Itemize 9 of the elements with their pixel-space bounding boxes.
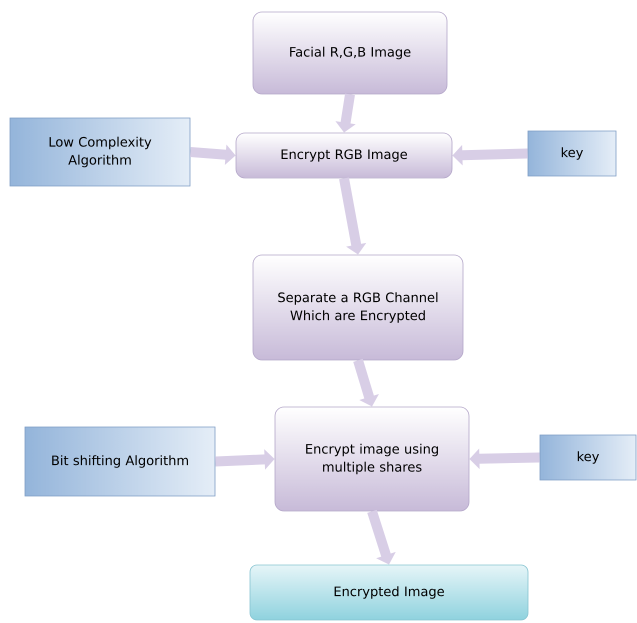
process-box: Encrypt RGB Image [236, 132, 452, 178]
input-box: Bit shifting Algorithm [24, 426, 216, 496]
process-box: Facial R,G,B Image [252, 12, 448, 94]
process-box: Separate a RGB Channel Which are Encrypted [252, 254, 464, 360]
input-box: key [540, 434, 636, 480]
input-box: key [528, 130, 616, 176]
output-box: Encrypted Image [250, 564, 528, 620]
input-box: Low Complexity Algorithm [10, 118, 190, 186]
process-box: Encrypt image using multiple shares [274, 406, 470, 512]
